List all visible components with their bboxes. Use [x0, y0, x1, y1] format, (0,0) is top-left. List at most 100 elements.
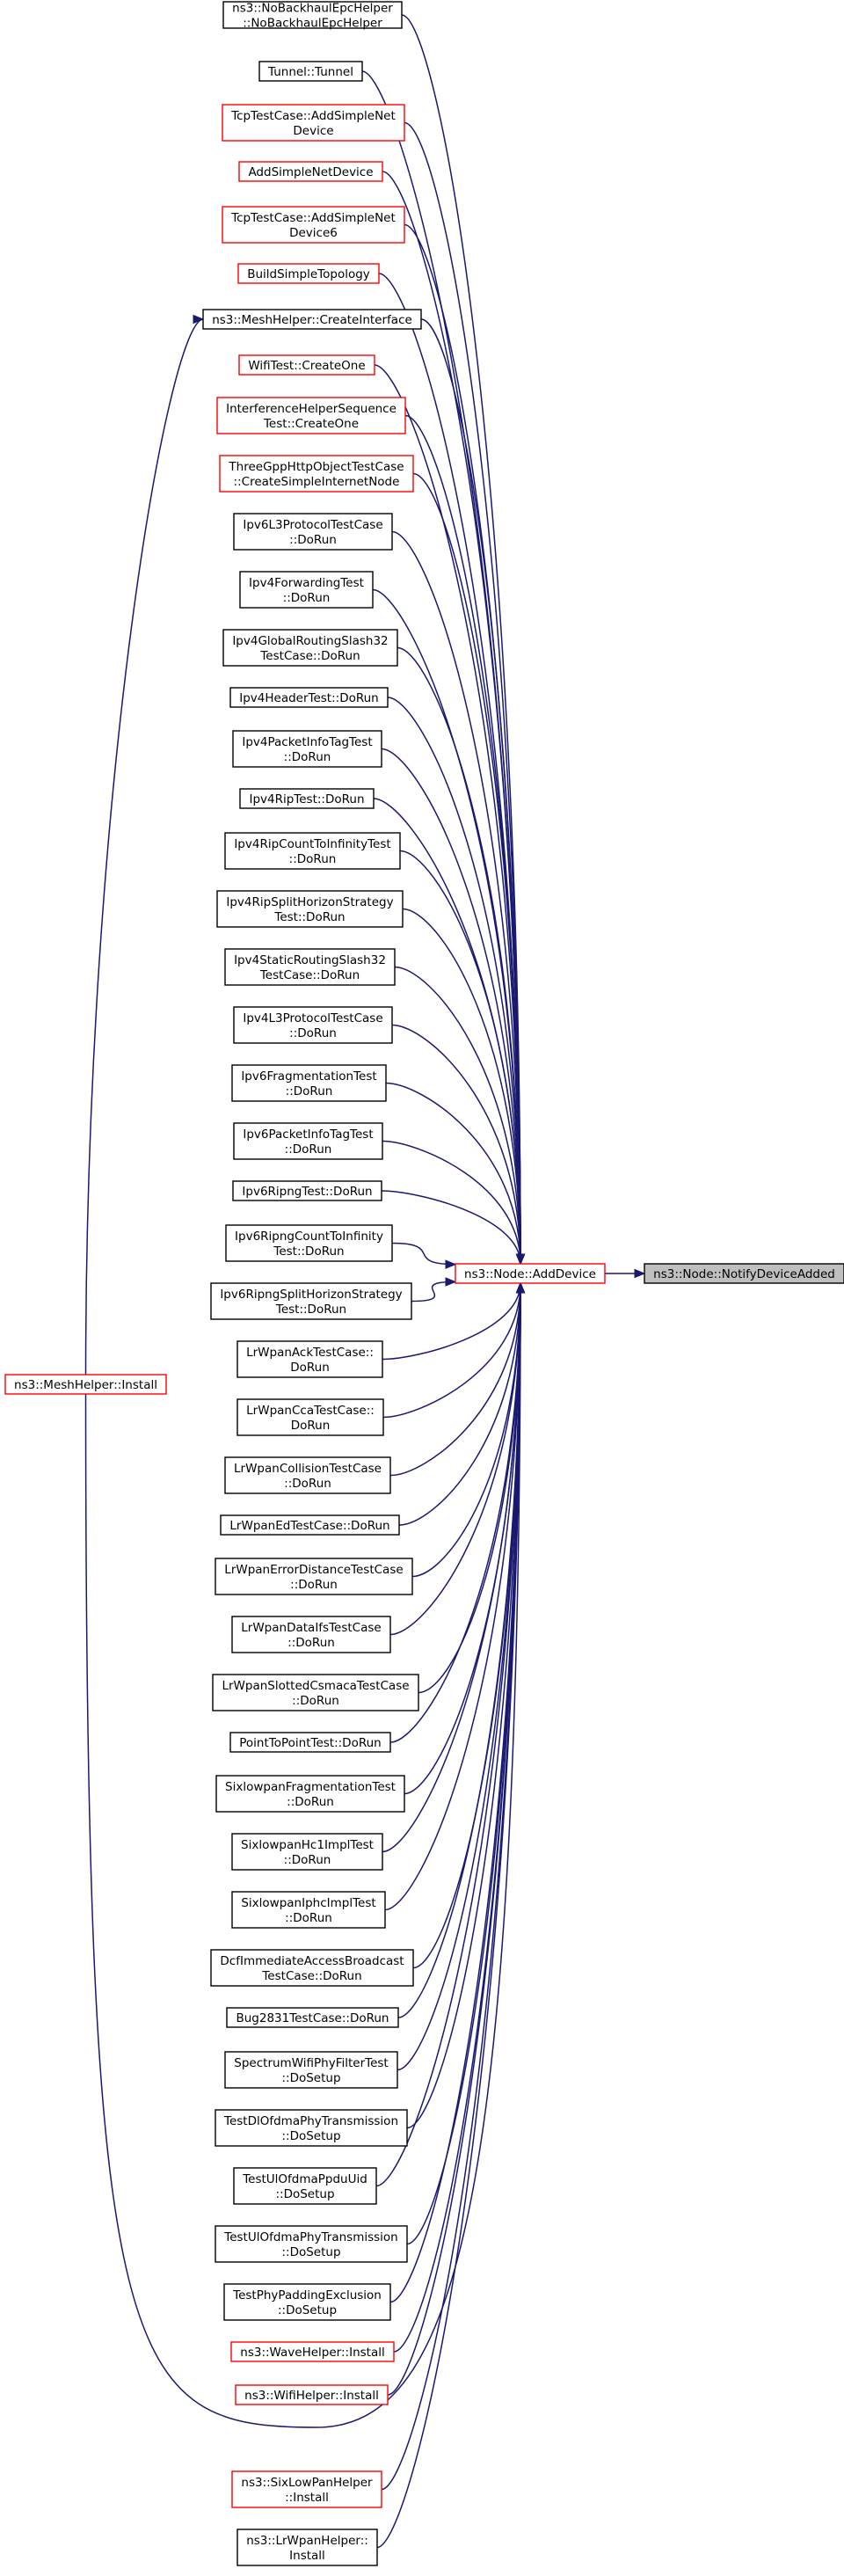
node-lrwpancollisiontestcase-dorun[interactable]: LrWpanCollisionTestCase::DoRun [224, 1456, 391, 1494]
edge-c10 [412, 472, 521, 1265]
node-box [258, 61, 363, 82]
node-box [222, 629, 398, 667]
node-ipv4l3protocoltestcase-dorun[interactable]: Ipv4L3ProtocolTestCase::DoRun [233, 1006, 393, 1044]
node-label: SixlowpanIphcImplTest [241, 1896, 375, 1910]
node-bug2831testcase-dorun[interactable]: Bug2831TestCase::DoRun [226, 2007, 399, 2028]
node-box [455, 1263, 606, 1284]
node-label: Ipv4RipTest::DoRun [249, 792, 364, 806]
node-sixlowpanfragmentationtest-dorun[interactable]: SixlowpanFragmentationTest::DoRun [215, 1775, 405, 1813]
node-ipv4ripcounttoinfinitytest-dorun[interactable]: Ipv4RipCountToInfinityTest::DoRun [224, 832, 401, 870]
node-label: ::DoRun [284, 750, 331, 764]
node-label: ::DoSetup [275, 2187, 334, 2201]
node-label: Device6 [289, 226, 338, 240]
node-box [236, 1340, 383, 1378]
node-label: ::DoRun [285, 1911, 332, 1925]
node-label: ::DoRun [289, 1026, 337, 1040]
node-lrwpanerrordistancetestcase-dorun[interactable]: LrWpanErrorDistanceTestCase::DoRun [215, 1558, 413, 1595]
node-testulofdmappduuid-dosetup[interactable]: TestUlOfdmaPpduUid::DoSetup [233, 2167, 377, 2205]
node-tcptestcase-addsimplenetdevice[interactable]: TcpTestCase::AddSimpleNetDevice [222, 104, 405, 142]
arrowhead [445, 1277, 457, 1287]
node-ipv6packetinfotagtest-dorun[interactable]: Ipv6PacketInfoTagTest::DoRun [233, 1122, 383, 1160]
node-label: ::DoSetup [281, 2245, 340, 2259]
node-label: ns3::WaveHelper::Install [240, 2346, 384, 2360]
edge-c45 [387, 1282, 521, 2396]
node-sixlowpanhc1impltest-dorun[interactable]: SixlowpanHc1ImplTest::DoRun [231, 1833, 383, 1871]
node-box [231, 1616, 391, 1653]
node-ipv6fragmentationtest-dorun[interactable]: Ipv6FragmentationTest::DoRun [231, 1064, 387, 1102]
node-box [226, 2007, 399, 2028]
edge-c8 [374, 364, 521, 1265]
node-ipv6l3protocoltestcase-dorun[interactable]: Ipv6L3ProtocolTestCase::DoRun [233, 513, 393, 551]
node-wifitest-createone[interactable]: WifiTest::CreateOne [238, 354, 375, 376]
node-label: Install [289, 2549, 325, 2563]
node-box [222, 104, 405, 142]
node-spectrumwifiphyfiltertest-dosetup[interactable]: SpectrumWifiPhyFilterTest::DoSetup [224, 2051, 398, 2089]
node-ns3-sixlowpanhelper-install[interactable]: ns3::SixLowPanHelper::Install [231, 2470, 382, 2508]
node-ns3-wavehelper-install[interactable]: ns3::WaveHelper::Install [230, 2341, 395, 2362]
node-sixlowpaniphcimpltest-dorun[interactable]: SixlowpanIphcImplTest::DoRun [231, 1891, 386, 1929]
node-label: ::DoRun [285, 1142, 332, 1157]
node-lrwpanacktestcase-dorun[interactable]: LrWpanAckTestCase::DoRun [236, 1340, 383, 1378]
node-label: ::DoRun [283, 591, 331, 605]
edge-c19 [394, 966, 521, 1265]
arrowhead [634, 1268, 646, 1279]
node-buildsimpletopology[interactable]: BuildSimpleTopology [237, 263, 380, 284]
edge-c11 [391, 530, 521, 1265]
edge-c7 [420, 318, 521, 1265]
edge-c1 [401, 14, 521, 1265]
node-label: AddSimpleNetDevice [248, 165, 373, 179]
node-label: LrWpanEdTestCase::DoRun [229, 1519, 389, 1533]
node-ns3-node-adddevice[interactable]: ns3::Node::AddDevice [455, 1263, 606, 1284]
node-lrwpanedtestcase-dorun[interactable]: LrWpanEdTestCase::DoRun [220, 1514, 400, 1536]
node-pointtopointtest-dorun[interactable]: PointToPointTest::DoRun [229, 1732, 391, 1753]
node-ns3-nobackhaulepchelper-nobackhaulepchelper[interactable]: ns3::NoBackhaulEpcHelper::NoBackhaulEpcH… [222, 1, 403, 31]
node-ipv4packetinfotagtest-dorun[interactable]: Ipv4PacketInfoTagTest::DoRun [232, 730, 382, 768]
node-threegpphttpobjecttestcase-createsimpleinternetnode[interactable]: ThreeGppHttpObjectTestCase::CreateSimple… [219, 455, 414, 493]
node-label: SpectrumWifiPhyFilterTest [234, 2056, 388, 2070]
node-box [215, 2225, 408, 2263]
node-label: LrWpanErrorDistanceTestCase [224, 1563, 403, 1577]
node-box [223, 2283, 391, 2321]
node-interferencehelpersequencetest-createone[interactable]: InterferenceHelperSequenceTest::CreateOn… [216, 397, 406, 434]
node-ipv6ripngtest-dorun[interactable]: Ipv6RipngTest::DoRun [232, 1180, 382, 1201]
node-ns3-meshhelper-install[interactable]: ns3::MeshHelper::Install [4, 1374, 167, 1395]
edge-c13 [397, 646, 521, 1265]
edge-c22 [382, 1140, 521, 1265]
node-ns3-wifihelper-install[interactable]: ns3::WifiHelper::Install [235, 2384, 389, 2405]
node-addsimplenetdevice[interactable]: AddSimpleNetDevice [238, 161, 383, 182]
node-testdlofdmaphytransmission-dosetup[interactable]: TestDlOfdmaPhyTransmission::DoSetup [215, 2109, 408, 2147]
node-box [232, 730, 382, 768]
node-box [230, 2341, 395, 2362]
node-box [229, 687, 389, 708]
edge-c46 [381, 1282, 521, 2491]
node-dcfimmediateaccessbroadcasttestcase-dorun[interactable]: DcfImmediateAccessBroadcastTestCase::DoR… [210, 1949, 414, 1987]
node-label: Test::DoRun [275, 1303, 346, 1317]
node-box [224, 1456, 391, 1494]
node-testulofdmaphytransmission-dosetup[interactable]: TestUlOfdmaPhyTransmission::DoSetup [215, 2225, 408, 2263]
node-testphypaddingexclusion-dosetup[interactable]: TestPhyPaddingExclusion::DoSetup [223, 2283, 391, 2321]
node-label: Device [293, 124, 333, 138]
node-label: ns3::Node::NotifyDeviceAdded [653, 1267, 835, 1281]
node-label: ::DoRun [289, 852, 337, 866]
edge-c25 [411, 1281, 456, 1303]
node-tunnel-tunnel[interactable]: Tunnel::Tunnel [258, 61, 363, 82]
node-label: Ipv4RipSplitHorizonStrategy [226, 895, 393, 909]
node-ns3-node-notifydeviceadded[interactable]: ns3::Node::NotifyDeviceAdded [644, 1263, 844, 1284]
node-box [231, 1064, 387, 1102]
node-ipv4headertest-dorun[interactable]: Ipv4HeaderTest::DoRun [229, 687, 389, 708]
node-ipv4forwardingtest-dorun[interactable]: Ipv4ForwardingTest::DoRun [239, 571, 374, 609]
node-lrwpanccatestcase-dorun[interactable]: LrWpanCcaTestCase::DoRun [236, 1398, 384, 1436]
node-lrwpanslottedcsmacatestcase-dorun[interactable]: LrWpanSlottedCsmacaTestCase::DoRun [212, 1674, 419, 1711]
node-box [215, 2109, 408, 2147]
node-ns3-meshhelper-createinterface[interactable]: ns3::MeshHelper::CreateInterface [202, 309, 422, 330]
node-ipv4riptest-dorun[interactable]: Ipv4RipTest::DoRun [239, 788, 375, 809]
node-ns3-lrwpanhelper-install[interactable]: ns3::LrWpanHelper::Install [236, 2529, 378, 2566]
node-label: Ipv4RipCountToInfinityTest [234, 837, 390, 851]
node-lrwpandataifstestcase-dorun[interactable]: LrWpanDataIfsTestCase::DoRun [231, 1616, 391, 1653]
